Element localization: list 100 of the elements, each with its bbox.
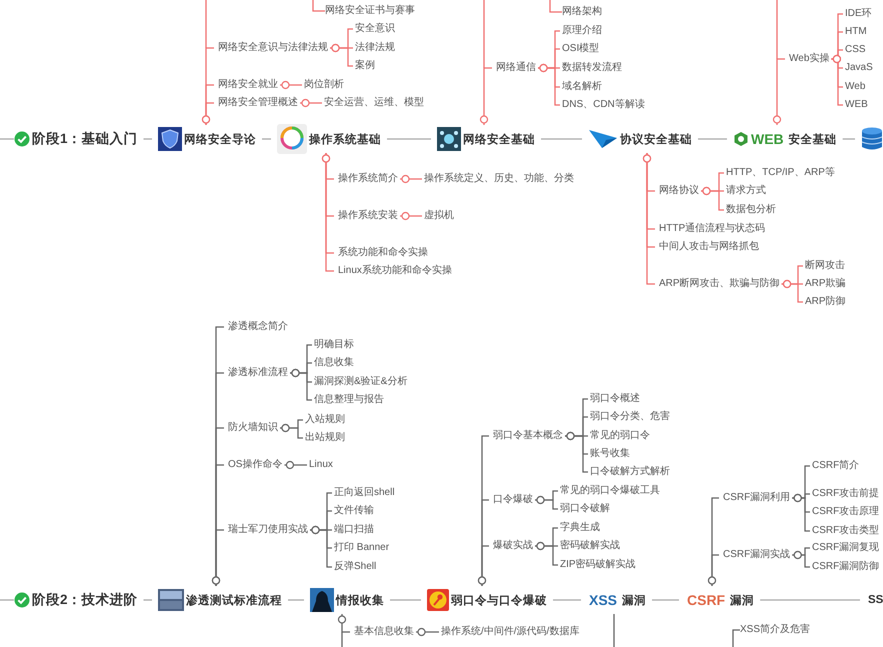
connector-line xyxy=(698,138,727,140)
connector-line xyxy=(338,614,350,633)
topic-text: 安全意识 xyxy=(355,22,395,36)
topic-text: Linux xyxy=(309,458,333,472)
topic-text: 法律法规 xyxy=(355,41,395,55)
connector-line xyxy=(144,138,152,140)
connector-line xyxy=(541,138,582,140)
connector-line xyxy=(322,153,334,272)
topic-text: 反弹Shell xyxy=(334,560,376,574)
connector-line xyxy=(144,599,152,601)
connector-line xyxy=(732,629,740,647)
connector-line xyxy=(549,0,562,13)
topic-text: 岗位剖析 xyxy=(304,78,344,92)
topic-text: ARP断网攻击、欺骗与防御 xyxy=(659,277,780,291)
topic-text: 网络安全就业 xyxy=(218,78,278,92)
connector-line xyxy=(280,80,302,90)
topic-text: HTTP通信流程与状态码 xyxy=(659,222,766,236)
connector-line xyxy=(792,494,810,532)
topic-text: 端口扫描 xyxy=(334,523,374,537)
stage-title: 阶段2：技术进阶 xyxy=(32,591,138,609)
topic-text: 明确目标 xyxy=(314,338,354,352)
connector-line xyxy=(792,550,810,568)
topic-text: 操作系统简介 xyxy=(338,172,398,186)
topic-text: WEB xyxy=(845,98,868,112)
topic-title: 漏洞 xyxy=(622,594,646,608)
connector-line xyxy=(202,102,214,125)
topic-text: 域名解析 xyxy=(562,80,602,94)
topic-title: 情报收集 xyxy=(336,593,384,608)
topic-text: 弱口令破解 xyxy=(560,502,610,516)
topic-text: XSS简介及危害 xyxy=(740,623,810,637)
topic-text: OSI模型 xyxy=(562,42,600,56)
connector-line xyxy=(284,460,307,470)
topic-text: 弱口令分类、危害 xyxy=(590,410,670,424)
connector-line xyxy=(478,545,489,586)
topic-text: 网络安全证书与赛事 xyxy=(325,4,415,18)
topic-text: 渗透概念简介 xyxy=(228,320,288,334)
connector-line xyxy=(831,54,843,106)
topic-text: CSRF攻击前提 xyxy=(812,487,880,501)
topic-title: 弱口令与口令爆破 xyxy=(451,593,547,608)
topic-text: 原理介绍 xyxy=(562,24,602,38)
connector-line xyxy=(0,599,14,601)
connector-line xyxy=(400,174,422,184)
topic-text: HTM xyxy=(845,25,867,39)
connector-line xyxy=(387,138,431,140)
topic-text: 网络安全管理概述 xyxy=(218,96,298,110)
topic-text: 防火墙知识 xyxy=(228,421,278,435)
topic-text: ARP防御 xyxy=(805,295,846,309)
topic-text: CSRF漏洞复现 xyxy=(812,541,880,555)
topic-text: CSRF简介 xyxy=(812,459,860,473)
topic-text: JavaS xyxy=(845,61,873,75)
topic-text: 常见的弱口令爆破工具 xyxy=(560,484,660,498)
connector-line xyxy=(312,0,325,12)
connector-line xyxy=(652,599,679,601)
topic-text: 基本信息收集 xyxy=(354,625,414,639)
topic-text: CSRF攻击类型 xyxy=(812,524,880,538)
connector-line xyxy=(300,98,322,108)
connector-line xyxy=(708,554,719,586)
topic-text: 漏洞探测&验证&分析 xyxy=(314,375,408,389)
topic-title: 网络安全基础 xyxy=(463,132,535,146)
topic-text: CSS xyxy=(845,43,866,57)
connector-line xyxy=(390,599,421,601)
topic-text: 入站规则 xyxy=(305,413,345,427)
connector-line xyxy=(330,44,353,67)
topic-text: 信息收集 xyxy=(314,356,354,370)
topic-text: IDE环 xyxy=(845,7,872,21)
connector-line xyxy=(842,138,855,140)
topic-text: ZIP密码破解实战 xyxy=(560,558,636,572)
connector-line xyxy=(280,424,303,439)
topic-title: 协议安全基础 xyxy=(620,132,692,146)
stage-title: 阶段1：基础入门 xyxy=(32,130,138,148)
topic-title: 漏洞 xyxy=(730,594,754,608)
topic-text: Web实操 xyxy=(789,52,830,66)
topic-text: 账号收集 xyxy=(590,447,630,461)
connector-line xyxy=(535,496,558,510)
topic-text: 操作系统/中间件/源代码/数据库 xyxy=(441,625,580,639)
topic-title: 安全基础 xyxy=(788,132,837,146)
topic-text: 中间人攻击与网络抓包 xyxy=(659,240,759,254)
topic-text: 常见的弱口令 xyxy=(590,429,650,443)
topic-text: DNS、CDN等解读 xyxy=(562,98,645,112)
topic-text: CSRF攻击原理 xyxy=(812,505,880,519)
topic-title: 渗透测试标准流程 xyxy=(186,593,282,608)
topic-text: 数据包分析 xyxy=(726,203,776,217)
keyword-text: WEB xyxy=(751,131,784,147)
topic-text: 渗透标准流程 xyxy=(228,366,288,380)
keyword-text: XSS xyxy=(589,592,618,608)
connector-line xyxy=(480,67,492,125)
topic-text: 网络通信 xyxy=(496,61,536,75)
connector-line xyxy=(290,368,312,401)
connector-line xyxy=(212,529,224,586)
topic-text: 口令破解方式解析 xyxy=(590,465,670,479)
keyword-text: CSRF xyxy=(687,592,726,608)
connector-line xyxy=(288,599,304,601)
connector-line xyxy=(553,599,581,601)
topic-text: CSRF漏洞防御 xyxy=(812,560,880,574)
topic-text: HTTP、TCP/IP、ARP等 xyxy=(726,166,835,180)
topic-text: Linux系统功能和命令实操 xyxy=(338,264,452,278)
connector-line xyxy=(565,432,588,473)
topic-text: 出站规则 xyxy=(305,431,345,445)
topic-text: 信息整理与报告 xyxy=(314,393,384,407)
topic-text: 瑞士军刀使用实战 xyxy=(228,523,308,537)
